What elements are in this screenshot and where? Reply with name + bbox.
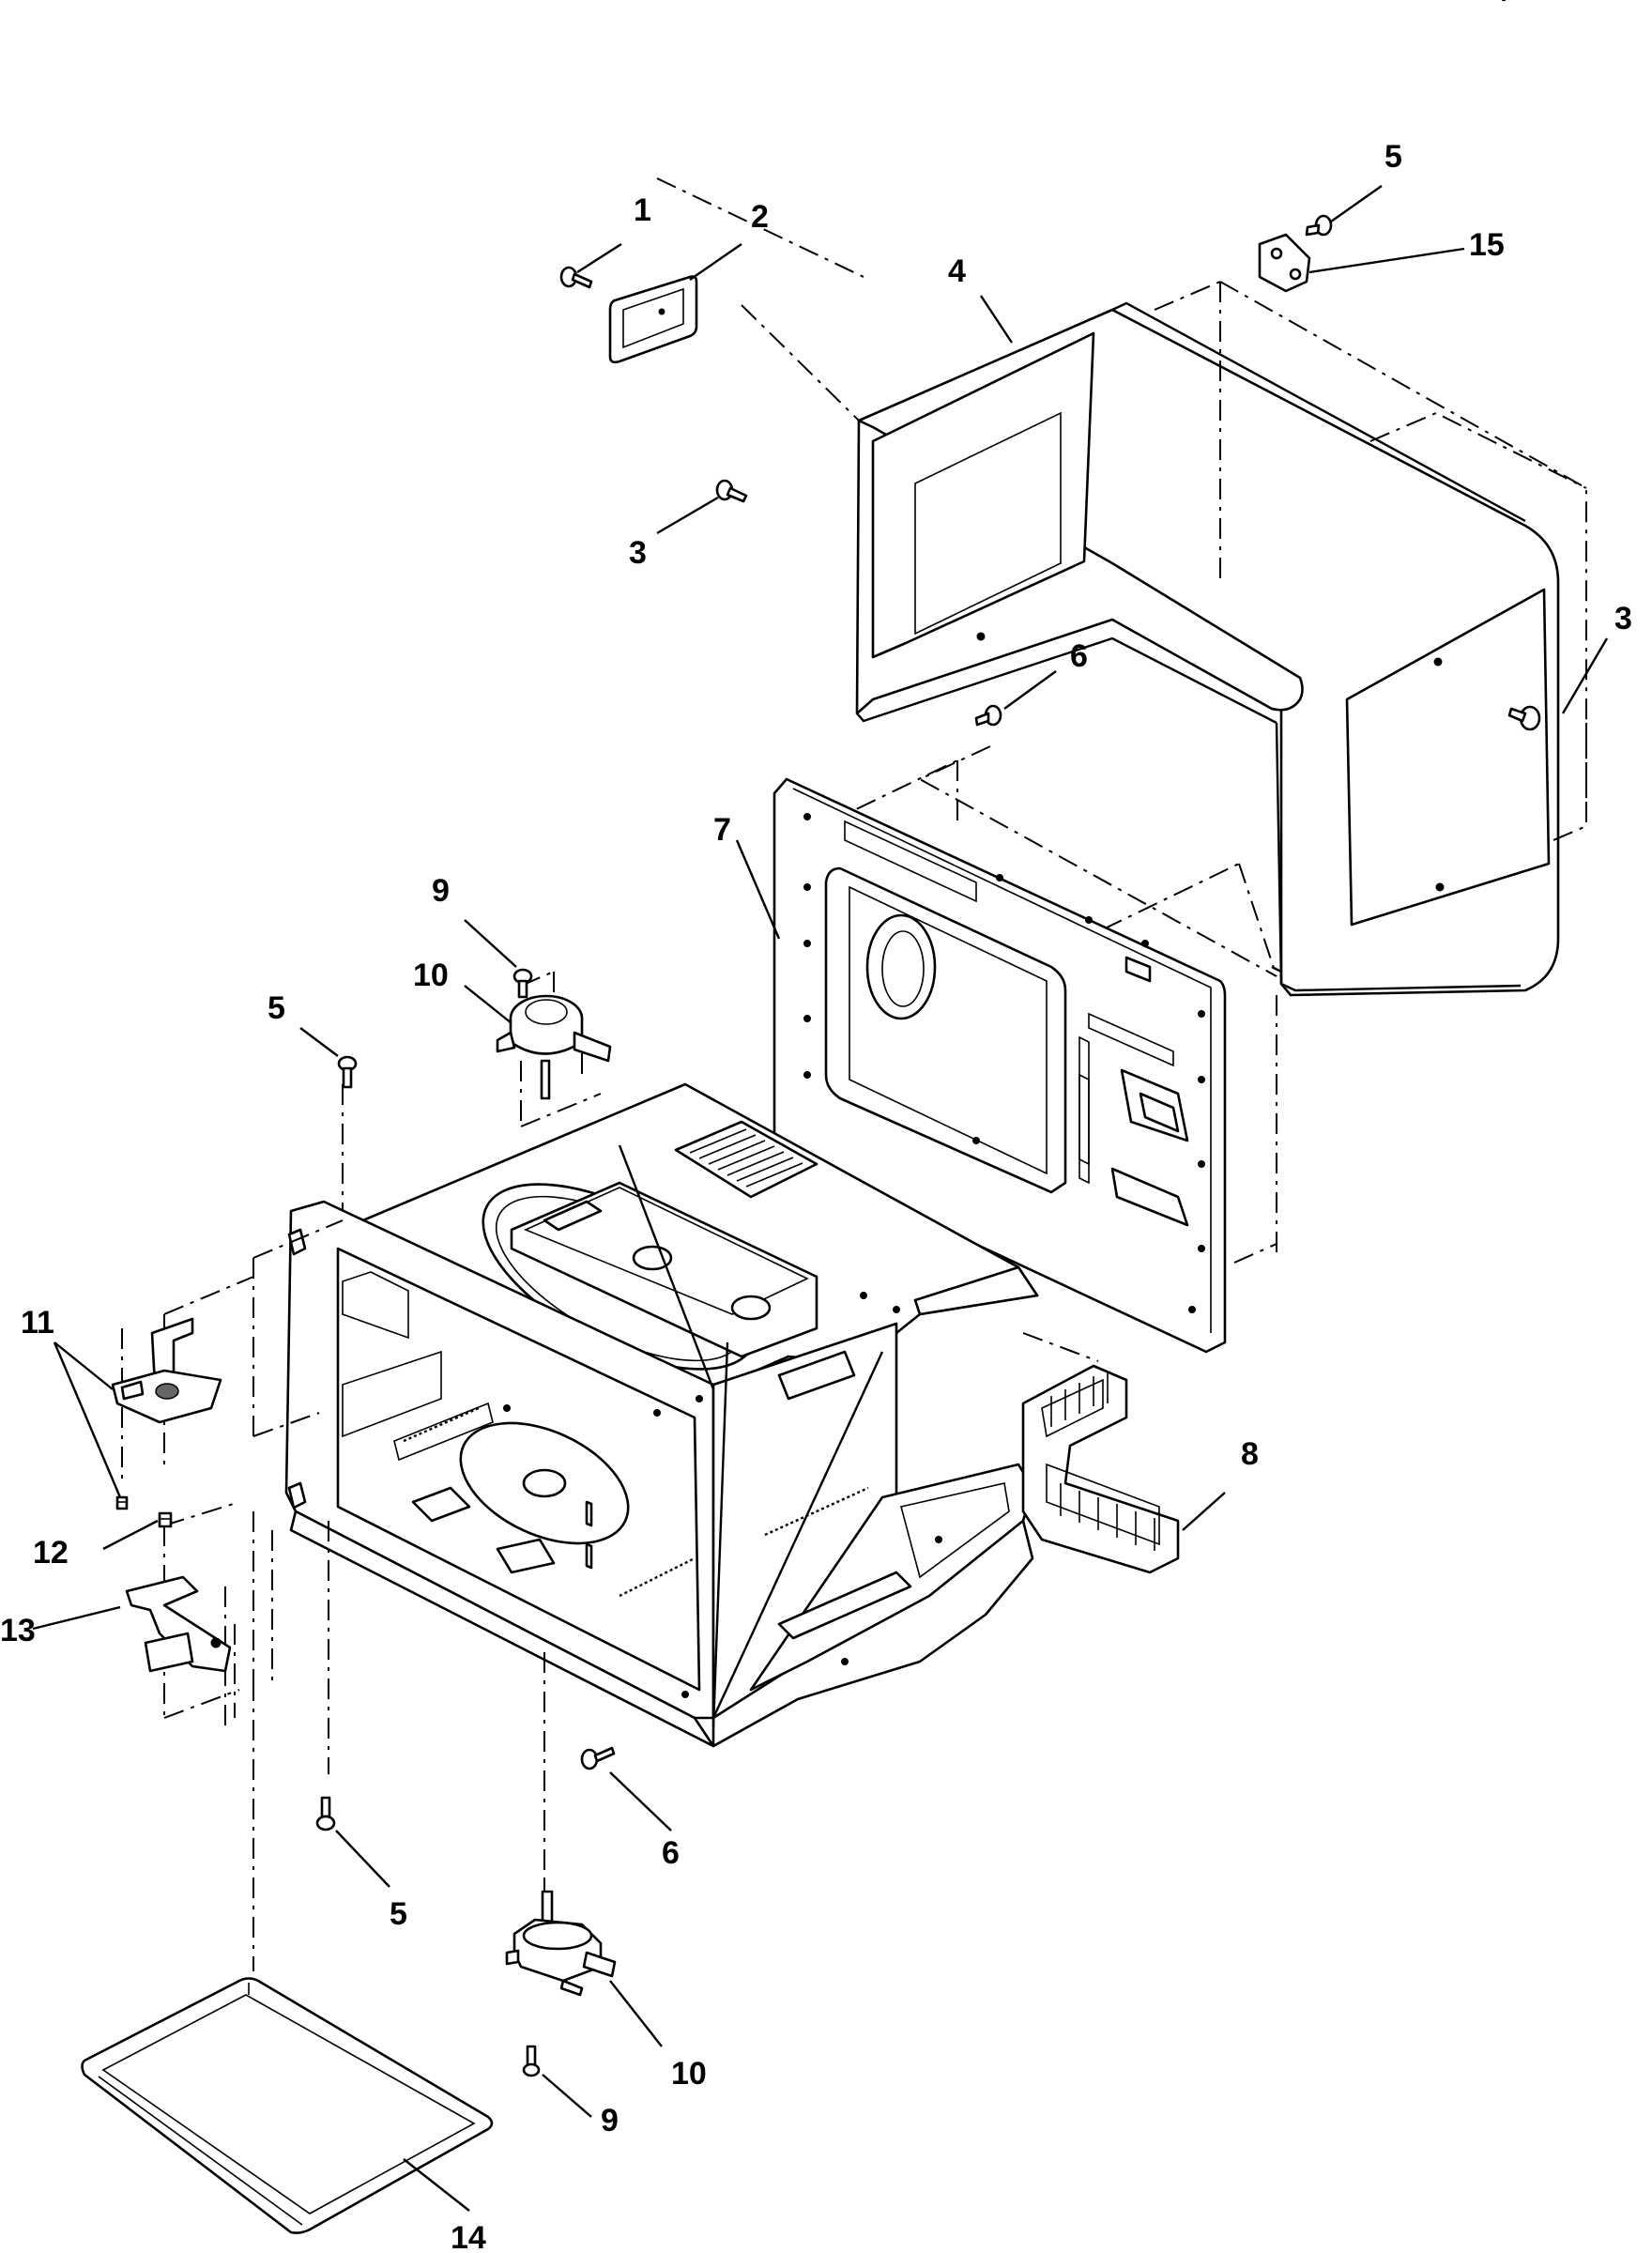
callout-6-top: 6 — [1070, 638, 1088, 674]
callout-2: 2 — [751, 199, 769, 235]
callout-15: 15 — [1469, 227, 1505, 263]
leader-lines — [32, 185, 1609, 2212]
small-plate — [1258, 233, 1311, 293]
motor-top — [496, 994, 612, 1100]
bottom-tray — [81, 1977, 494, 2234]
callout-1: 1 — [634, 192, 651, 228]
duct-texture — [1050, 1372, 1155, 1551]
callout-7: 7 — [713, 812, 731, 848]
screw-3-right — [1507, 705, 1541, 731]
callout-9-bottom: 9 — [601, 2103, 619, 2138]
callout-5-mid: 5 — [268, 990, 285, 1026]
vent-grill-dots — [689, 1128, 803, 1188]
corner-mark: ' — [1500, 0, 1507, 23]
screw-6-top — [974, 704, 1002, 727]
callout-13: 13 — [0, 1613, 36, 1648]
screw-1 — [559, 266, 593, 289]
screw-5-top — [1305, 214, 1333, 237]
callout-3-right: 3 — [1614, 601, 1632, 636]
callout-8: 8 — [1241, 1436, 1259, 1472]
outer-cabinet — [855, 301, 1560, 997]
screw-3-left — [715, 479, 748, 503]
callout-4: 4 — [948, 253, 966, 289]
screw-5-bottom — [315, 1796, 336, 1832]
oven-cavity-frame — [284, 1082, 1039, 1748]
callout-3-left: 3 — [629, 535, 647, 571]
callout-10-bottom: 10 — [671, 2056, 707, 2092]
callout-11: 11 — [21, 1305, 54, 1341]
screw-9-top — [512, 968, 533, 999]
upper-hinge — [111, 1317, 222, 1424]
motor-bottom — [505, 1890, 617, 1997]
callout-14: 14 — [451, 2220, 486, 2253]
air-duct — [1021, 1364, 1180, 1574]
callout-6-bottom: 6 — [662, 1835, 680, 1871]
callout-labels: 1 2 3 3 4 5 5 5 5 6 6 7 8 9 9 10 10 11 1… — [0, 139, 1632, 2253]
cabinet-guide-lines — [656, 177, 1587, 1362]
screw-9-bottom — [522, 2045, 541, 2077]
callout-12: 12 — [33, 1535, 69, 1571]
screw-5-mid — [337, 1055, 358, 1089]
small-nut-12 — [158, 1511, 173, 1528]
screw-6-bottom — [580, 1746, 616, 1770]
callout-9-top: 9 — [432, 873, 450, 909]
callout-5-top: 5 — [1384, 139, 1402, 175]
callout-10-top: 10 — [413, 958, 449, 993]
callout-5-bottom: 5 — [390, 1896, 407, 1932]
back-plate — [772, 777, 1227, 1354]
rectangular-gasket — [608, 275, 698, 364]
lower-hinge — [125, 1575, 232, 1673]
small-nut-11 — [115, 1495, 129, 1510]
